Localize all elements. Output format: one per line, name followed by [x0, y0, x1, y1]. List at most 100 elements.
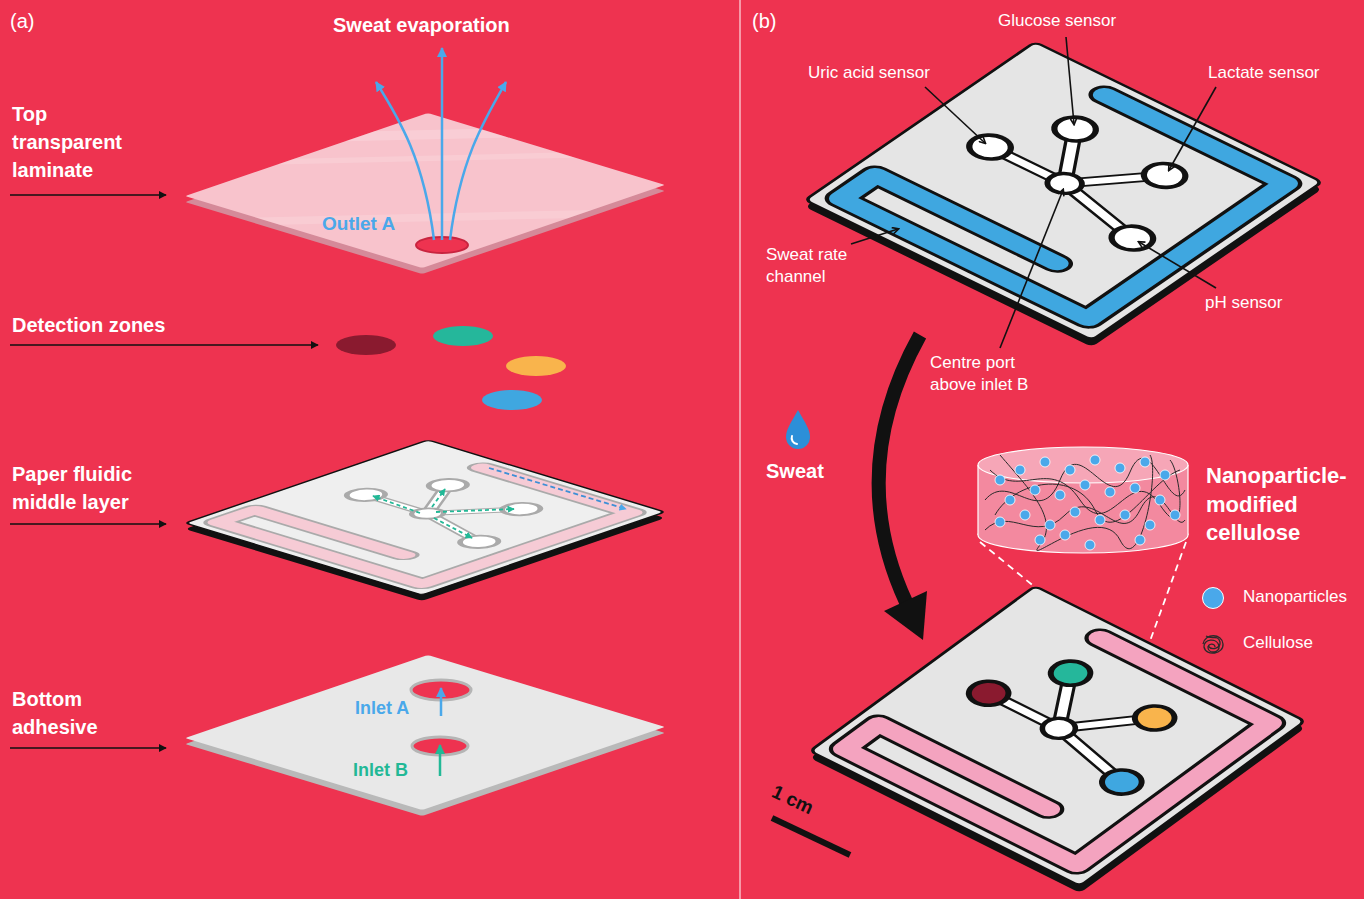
sensor-patch-part-part-part — [956, 674, 1020, 713]
leader-line-part — [1066, 37, 1074, 124]
pointer-arrow — [10, 195, 318, 748]
cellulose-cylinder-part-part — [1015, 465, 1025, 475]
paper-layer-part-part-part — [448, 532, 510, 552]
sensor-label: Lactate sensor — [1208, 62, 1320, 84]
cellulose-cylinder-part-part — [1035, 535, 1045, 545]
cellulose-cylinder-part-part — [1005, 495, 1015, 505]
sensor-patch-part-part — [947, 98, 1226, 252]
cellulose-cylinder-part — [978, 447, 1188, 483]
legend-text: Cellulose — [1243, 632, 1313, 654]
channel-label: Sweat rate channel — [766, 244, 866, 288]
cellulose-cylinder-part-part — [1095, 515, 1105, 525]
bottom-adhesive-part — [185, 655, 665, 810]
sensor-patch-part-part — [1047, 659, 1095, 688]
sensor-patch-part-part — [971, 657, 1190, 782]
sensor-patch-part-part — [972, 112, 1202, 238]
sensor-patch-part-part — [841, 63, 1286, 319]
detection-zone-part — [482, 390, 542, 410]
cellulose-cylinder-part-part — [1045, 520, 1055, 530]
paper-layer-part-part — [219, 451, 632, 584]
leader-line-part — [925, 87, 985, 143]
layer-name: Detection zones — [12, 312, 165, 338]
port-label: Inlet B — [353, 759, 408, 782]
cellulose-symbol-part — [1203, 636, 1223, 653]
sensor-patch-part-part — [971, 657, 1190, 782]
paper-layer-part-part-part — [401, 505, 454, 522]
paper-layer-part-part — [315, 467, 583, 552]
paper-layer-part — [489, 468, 626, 509]
sensor-patch-part-part — [1098, 768, 1146, 797]
sensor-patch-part-part — [1040, 717, 1079, 740]
cellulose-cylinder-part-part — [1170, 510, 1180, 520]
paper-layer-part-part-part — [425, 478, 471, 493]
cellulose-cylinder-part-part — [1130, 483, 1140, 493]
sweat-drop — [786, 410, 810, 449]
paper-layer-part — [185, 440, 665, 595]
cellulose-cylinder-part-part — [1105, 487, 1115, 497]
detection-zone-part — [506, 356, 566, 376]
cellulose-cylinder-part-part — [995, 475, 1005, 485]
cellulose-cylinder-part-part — [1160, 470, 1170, 480]
cellulose-cylinder-part-part — [1140, 457, 1150, 467]
sensor-patch-part-part — [965, 679, 1013, 708]
evaporation-arrow-part — [441, 48, 444, 240]
scale-bar — [772, 818, 850, 855]
sensor-label: pH sensor — [1205, 292, 1282, 314]
sensor-patch-part — [810, 586, 1305, 886]
sensor-patch-part-part-part — [956, 128, 1023, 167]
cellulose-cylinder-part-part — [1040, 457, 1050, 467]
sensor-patch-part-part-part — [1050, 115, 1100, 144]
cellulose-cylinder-part-part — [1055, 490, 1065, 500]
panel-letter: (a) — [10, 8, 34, 34]
sensor-patch-part-part — [972, 112, 1202, 238]
detection-zone — [336, 326, 566, 410]
cellulose-cylinder-part-part — [1020, 510, 1030, 520]
cellulose-cylinder-part-part — [1060, 530, 1070, 540]
process-arrow-part — [879, 335, 920, 602]
layer-name: Bottom adhesive — [12, 685, 112, 741]
cellulose-cylinder-part-part — [1030, 485, 1040, 495]
sensor-label: Glucose sensor — [998, 10, 1116, 32]
sensor-patch-part-part — [1131, 704, 1179, 733]
sensor-patch-part — [805, 42, 1322, 340]
leader-line-part — [1000, 190, 1063, 348]
cellulose-cylinder-part-part — [1085, 540, 1095, 550]
sensor-patch-part-part-part — [965, 133, 1015, 162]
cellulose-cylinder-part — [977, 465, 978, 535]
paper-layer-part-part-part — [343, 487, 389, 502]
port-label: Outlet A — [322, 212, 395, 237]
legend-swatch — [1202, 587, 1224, 609]
cellulose-cylinder-part-part — [1120, 510, 1130, 520]
cellulose-cylinder-part — [985, 455, 1185, 551]
cellulose-cylinder-part — [995, 455, 1180, 550]
sensor-patch-part-part — [810, 586, 1305, 886]
sweat-drop-part — [786, 410, 810, 449]
pointer-arrow-part — [10, 523, 166, 525]
leader-line — [851, 37, 1216, 348]
paper-layer-part-part-part — [417, 475, 479, 495]
sensor-patch-part-part-part — [1090, 763, 1154, 802]
paper-layer-part-part — [373, 496, 420, 513]
sweat-drop-part — [792, 436, 797, 444]
sensor-patch-part-part — [938, 637, 1221, 801]
sensor-patch-part-part — [845, 607, 1271, 865]
paper-layer-part-part — [434, 518, 472, 538]
sensor-label: Uric acid sensor — [808, 62, 930, 84]
sensor-patch-part-part-part — [1123, 699, 1187, 738]
leader-line-part — [851, 229, 898, 244]
cellulose-cylinder-part-part — [1065, 465, 1075, 475]
sensor-patch-part-part-part — [1032, 712, 1086, 745]
material-label: Nanoparticle-modified cellulose — [1206, 462, 1358, 548]
paper-layer-part-part-part — [409, 508, 446, 520]
pointer-arrow-part — [10, 194, 166, 196]
cellulose-cylinder-part-part — [1155, 495, 1165, 505]
layer-name: Top transparent laminate — [12, 100, 152, 184]
top-laminate-part-part — [256, 160, 592, 269]
paper-layer-part-part — [219, 451, 632, 584]
flow-label: Sweat — [766, 458, 824, 484]
layer-name: Paper fluidic middle layer — [12, 460, 172, 516]
paper-layer-part-part — [346, 477, 552, 542]
pointer-arrow-part — [10, 344, 318, 346]
sensor-patch — [805, 42, 1322, 347]
